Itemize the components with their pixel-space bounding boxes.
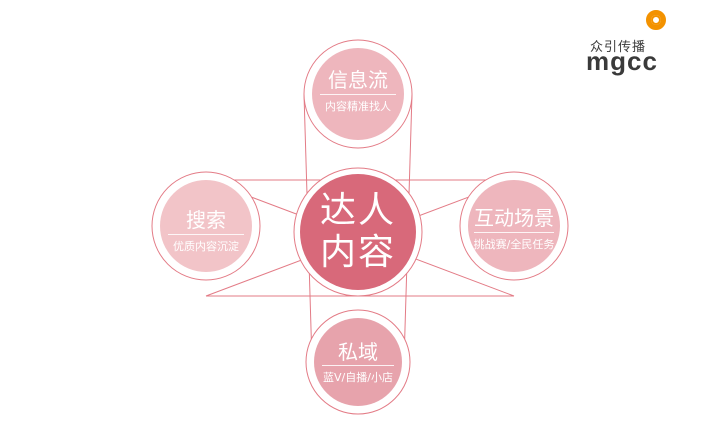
node-right-subtitle: 挑战赛/全民任务: [473, 238, 555, 251]
node-left-subtitle: 优质内容沉淀: [173, 240, 239, 253]
logo-name-cn: 众引传播: [590, 40, 647, 55]
disc-bottom: [314, 318, 402, 406]
center-title-line1: 达人: [319, 190, 397, 231]
node-top-title: 信息流: [328, 68, 388, 92]
node-top-divider: [320, 94, 396, 95]
disc-right: [468, 180, 560, 272]
disc-left: [160, 180, 252, 272]
node-top-subtitle: 内容精准找人: [325, 100, 391, 113]
node-right-title: 互动场景: [474, 206, 554, 230]
node-left-divider: [168, 234, 244, 235]
node-bottom-title: 私域: [338, 340, 378, 364]
node-left-title: 搜索: [186, 208, 226, 232]
disc-center: [300, 174, 416, 290]
node-bottom-divider: [322, 365, 394, 366]
brand-logo: 众引传播 mgcc: [582, 10, 694, 76]
center-title-line2: 内容: [319, 232, 397, 273]
logo-name-en: mgcc: [586, 46, 658, 76]
node-bottom-subtitle: 蓝V/自播/小店: [323, 371, 393, 384]
node-right-divider: [474, 232, 554, 233]
logo-ring-inner-icon: [651, 15, 661, 25]
logo-ring-icon: [646, 10, 666, 30]
